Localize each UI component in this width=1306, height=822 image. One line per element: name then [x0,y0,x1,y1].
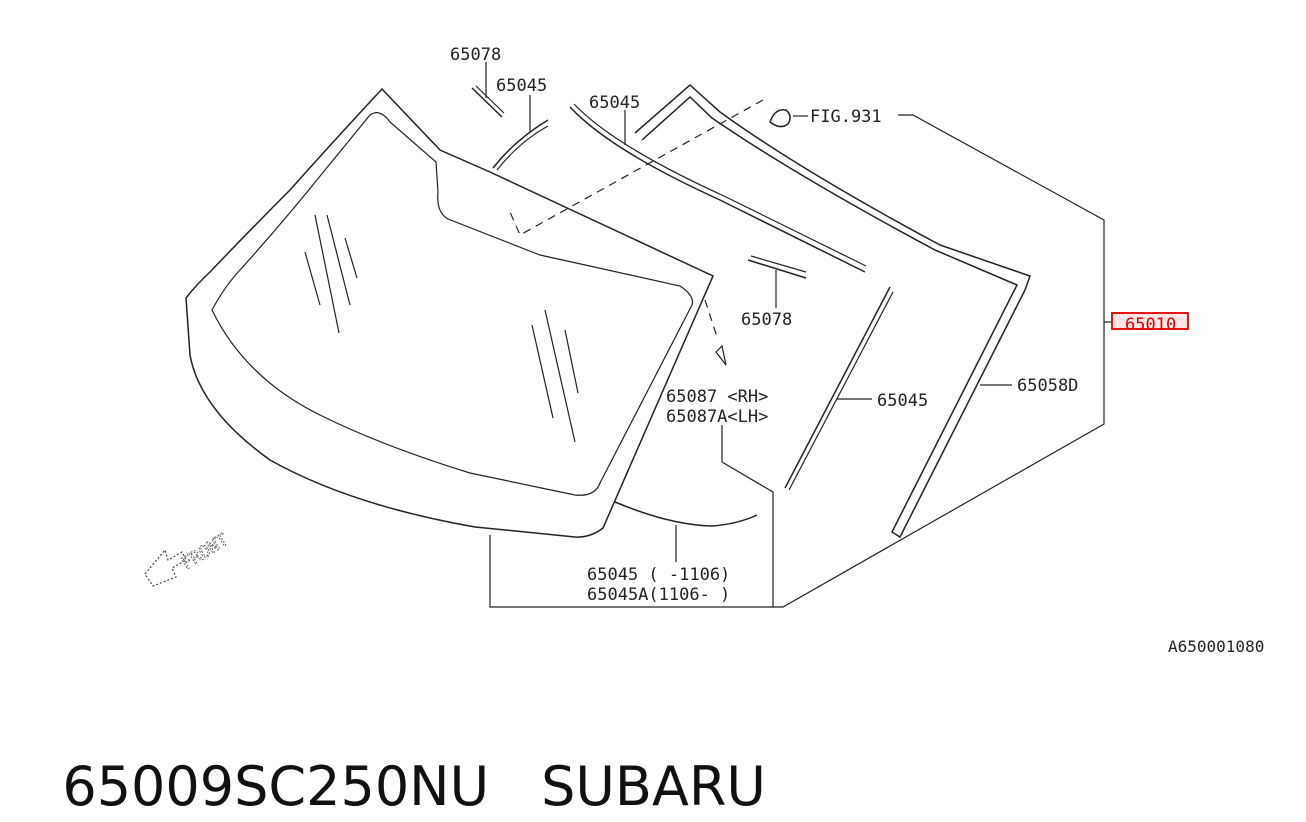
assembly-bracket [489,114,1105,608]
label-65045a-bottom: 65045A(1106- ) [587,585,730,605]
label-65010[interactable]: 65010 [1125,315,1176,335]
clip-65087[interactable] [715,344,727,366]
bracket-inner [721,461,774,607]
part-65078-mid-edge [750,255,807,273]
label-65045-bottom: 65045 ( -1106) [587,565,730,585]
part-65045-bottom[interactable] [614,501,758,527]
part-number: 65009SC250NU [62,755,490,818]
dashed-leader-65087 [704,299,719,341]
part-footer: 65009SC250NU SUBARU [28,682,766,818]
front-arrow-icon: FRONT [144,530,233,587]
part-65058d-frame[interactable] [634,83,1031,539]
part-65045-b[interactable] [569,106,866,273]
part-65045-a-edge [496,125,549,171]
label-65058d: 65058D [1017,376,1078,396]
windshield-inner-boundary [211,112,694,496]
label-65087-rh: 65087 <RH> [666,387,768,407]
highlight-65010[interactable] [1111,312,1189,330]
brand-name: SUBARU [541,755,766,818]
part-65045-c[interactable] [784,286,891,489]
part-65045-c-edge [788,291,894,491]
parts-diagram: FRONT 65078 65045 65045 FIG.931 65010 65… [144,45,1264,656]
label-fig931[interactable]: FIG.931 [810,107,882,127]
label-65078-mid: 65078 [741,310,792,330]
glass-reflection-lines [304,214,579,443]
part-65045-a[interactable] [492,119,549,169]
label-65087a-lh: 65087A<LH> [666,407,768,427]
part-65078-mid[interactable] [747,259,807,279]
label-65045-c: 65045 [877,391,928,411]
dashed-leader-fig931 [509,99,764,236]
label-65045-b: 65045 [589,93,640,113]
clip-fig931[interactable] [769,109,791,128]
reference-code: A650001080 [1168,637,1264,656]
svg-text:FRONT: FRONT [178,530,232,574]
windshield-glass-outline[interactable] [185,87,714,538]
part-65045-b-edge [573,103,867,267]
part-65078-top[interactable] [471,87,503,118]
label-65045-a: 65045 [496,76,547,96]
part-65078-top-edge [475,85,505,114]
label-65078-top: 65078 [450,45,501,65]
